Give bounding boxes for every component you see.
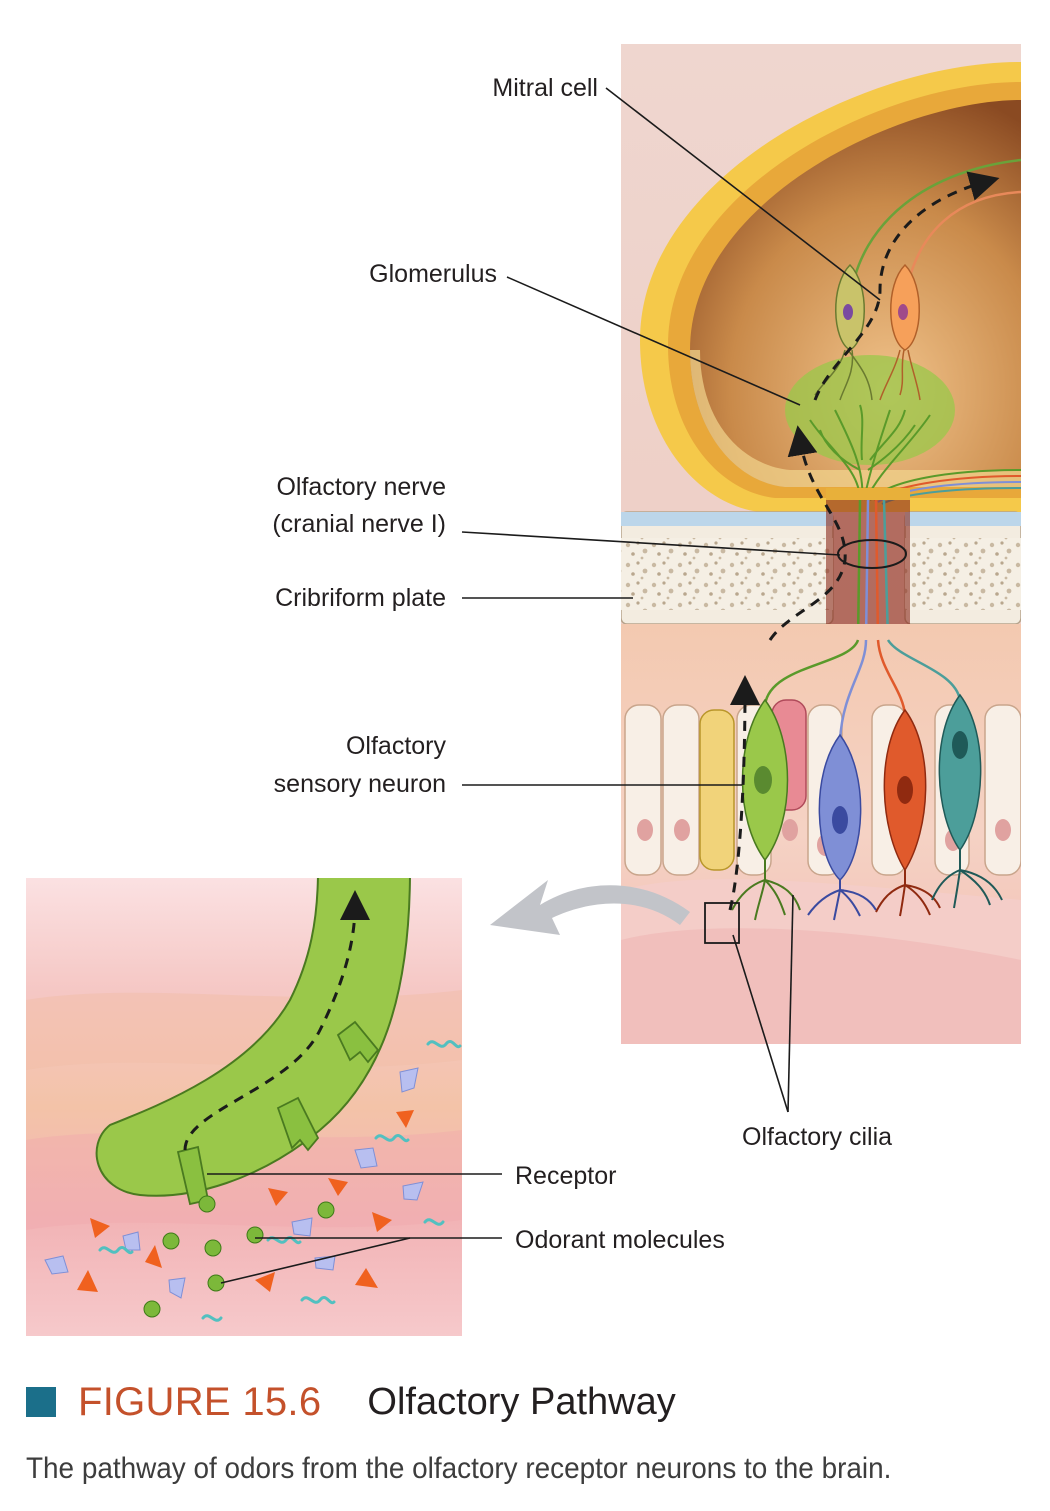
label-glomerulus: Glomerulus [369,260,497,288]
olfactory-cilium [95,878,411,1197]
figure-caption: FIGURE 15.6 Olfactory Pathway The pathwa… [26,1376,1026,1486]
figure-number: FIGURE 15.6 [78,1379,322,1424]
label-cribriform-plate: Cribriform plate [275,584,446,612]
signal-pathway-arrow-lower [728,675,760,911]
glomerulus-shape [785,355,955,465]
olfactory-pathway-diagram: Mitral cell Glomerulus Olfactory nerve (… [26,44,1021,1336]
leader-lines [207,87,881,1284]
olfactory-sensory-neurons [731,639,1003,921]
mitral-cells [814,263,921,401]
label-receptor: Receptor [515,1162,616,1190]
signal-pathway-arrow-upper [813,171,1000,401]
cilia-zoom-box [704,902,740,944]
inset-receptor-panel [26,878,462,1336]
caption-heading: FIGURE 15.6 Olfactory Pathway [26,1376,1026,1428]
inset-signal-arrow [183,890,370,1151]
odorant-molecule-shapes [44,1040,462,1322]
label-olfactory: Olfactory [346,732,447,760]
label-olfactory-nerve: Olfactory nerve [276,473,446,501]
label-cranial-nerve: (cranial nerve I) [272,510,446,538]
figure-title: Olfactory Pathway [367,1380,676,1423]
zoom-arrow-icon [490,880,690,935]
figure-description: The pathway of odors from the olfactory … [26,1452,892,1485]
olfactory-nerve-marker [837,539,907,569]
main-anatomy-panel [621,44,1021,1044]
label-sensory-neuron: sensory neuron [274,770,446,798]
accent-square-icon [26,1387,56,1417]
label-odorant-molecules: Odorant molecules [515,1226,725,1254]
label-mitral-cell: Mitral cell [492,74,598,102]
label-olfactory-cilia: Olfactory cilia [742,1123,892,1151]
